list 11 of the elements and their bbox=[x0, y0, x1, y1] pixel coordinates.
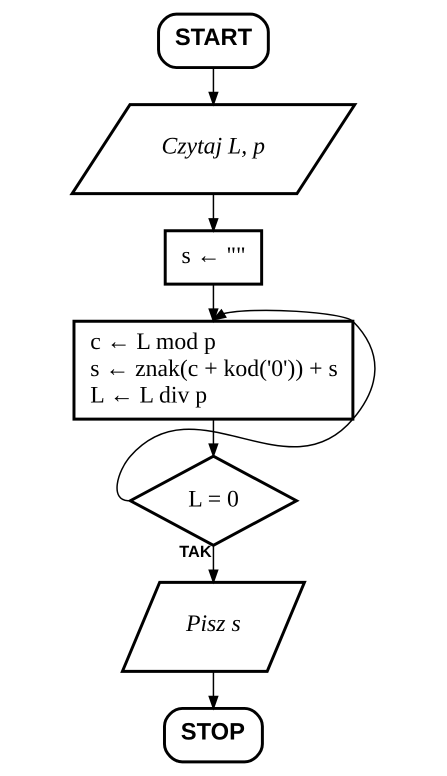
arrow bbox=[208, 419, 219, 458]
node-box: s ← "" bbox=[164, 229, 264, 286]
node-box: STOP bbox=[163, 706, 264, 764]
arrow bbox=[208, 284, 219, 324]
arrow bbox=[208, 545, 219, 584]
arrow bbox=[208, 672, 219, 711]
node-diamond: L = 0 bbox=[127, 454, 300, 547]
node-box: START bbox=[157, 12, 270, 70]
node-box: c ← L mod p s ← znak(c + kod('0')) + s L ← L div p bbox=[72, 320, 354, 421]
arrow bbox=[208, 68, 219, 107]
arrow bbox=[208, 194, 219, 233]
